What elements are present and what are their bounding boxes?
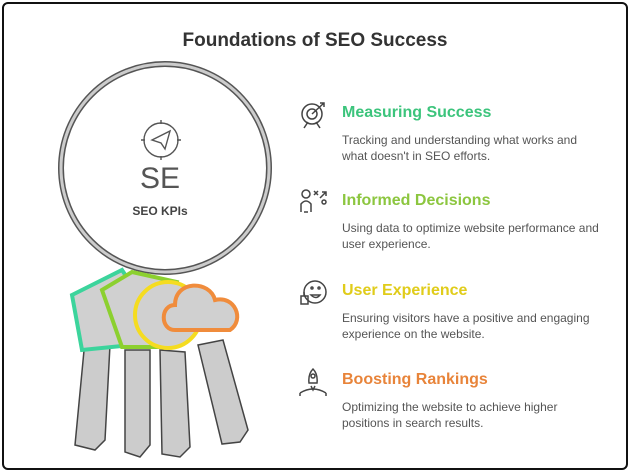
center-abbr: SE [139,162,181,195]
item-title: Boosting Rankings [342,371,488,388]
decision-icon [300,189,327,213]
center-label: SEO KPIs [132,204,188,218]
orange-tag [161,283,240,332]
smile-thumbs-up-icon [300,280,327,305]
page-title: Foundations of SEO Success [182,30,448,51]
item-title: User Experience [342,282,468,299]
key-tags [69,267,240,353]
target-icon [301,102,325,129]
item-title: Measuring Success [342,104,492,121]
item-description: Optimizing the website to achieve higher… [342,400,558,430]
item-description: Tracking and understanding what works an… [342,133,578,163]
key-blades [74,339,249,458]
item-title: Informed Decisions [342,192,491,209]
rocket-icon [299,367,327,396]
item-description: Using data to optimize website performan… [342,221,599,251]
item-description: Ensuring visitors have a positive and en… [342,311,590,341]
compass-icon [141,120,181,160]
